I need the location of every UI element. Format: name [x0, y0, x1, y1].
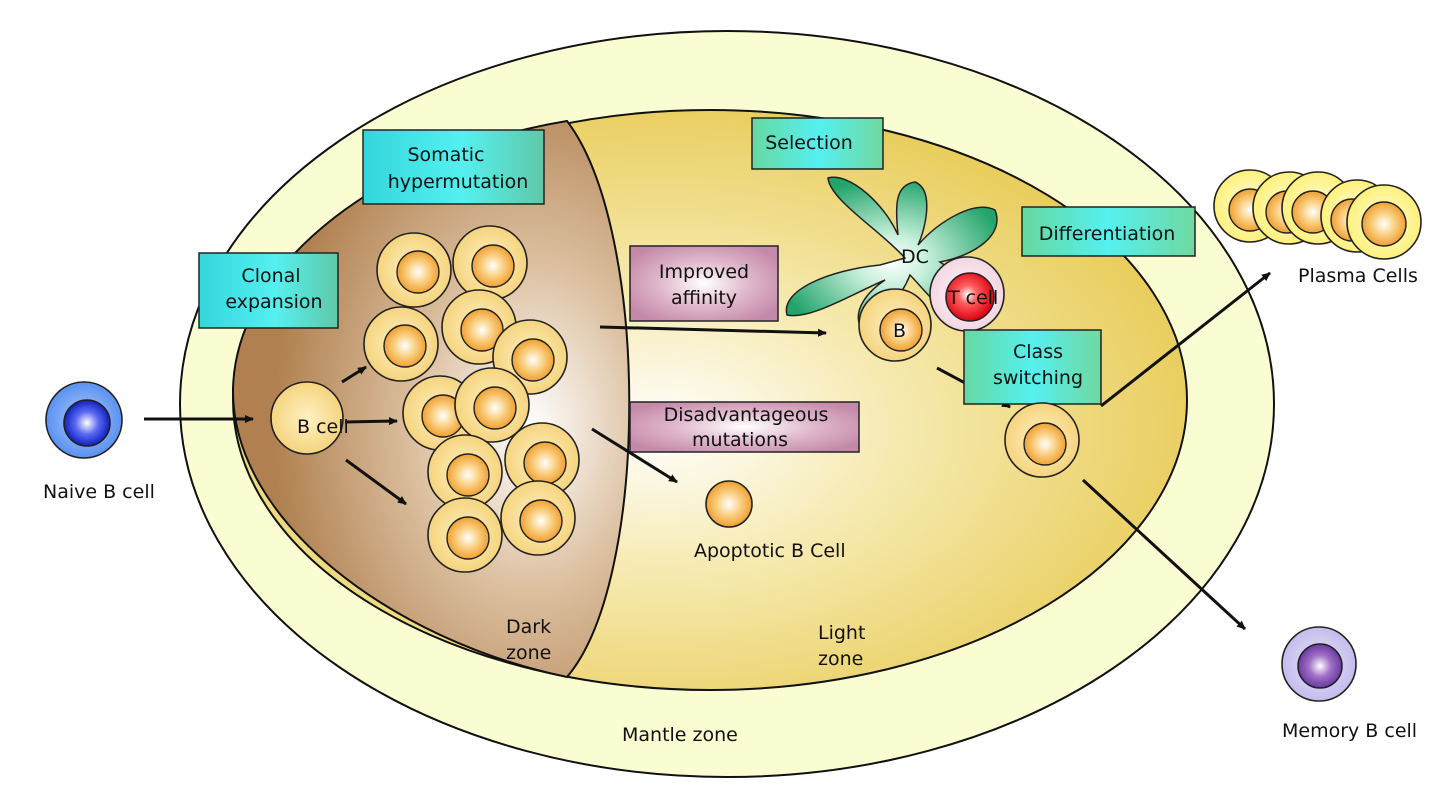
class-switched-b-cell	[1004, 402, 1080, 478]
plasma-cells	[1213, 169, 1422, 260]
naive-b-cell	[45, 381, 123, 459]
expansion-arrow	[341, 365, 367, 384]
improved-affinity-line1: Improved	[659, 261, 749, 283]
disadvantageous-mutations-line1: Disadvantageous	[664, 404, 829, 426]
b-cell	[270, 381, 344, 455]
dark-zone-label-line1: Dark	[506, 616, 551, 638]
centroblast	[427, 497, 503, 573]
dc-label: DC	[901, 246, 929, 268]
plasma-cell	[1346, 184, 1422, 260]
class-switching-line2: switching	[993, 367, 1083, 389]
t-cell	[929, 256, 1005, 332]
memory-arrow	[1081, 478, 1247, 631]
b-cell-label: B cell	[297, 416, 349, 438]
class-switching-box: Class switching	[963, 329, 1102, 405]
improved-affinity-box: Improved affinity	[629, 245, 779, 322]
apoptotic-b-cell-label: Apoptotic B Cell	[694, 540, 846, 562]
plasma-cells-label: Plasma Cells	[1298, 265, 1418, 287]
apoptotic-b-cell	[705, 480, 753, 528]
somatic-hypermutation-line1: Somatic	[407, 144, 484, 166]
light-zone-label-line1: Light	[818, 622, 865, 644]
expansion-arrow	[345, 458, 407, 506]
plasma-arrow	[1100, 271, 1271, 408]
centroblast	[454, 367, 530, 443]
affinity-arrow	[599, 325, 827, 337]
memory-b-cell	[1281, 626, 1357, 702]
differentiation-label: Differentiation	[1039, 223, 1176, 245]
class-switching-line1: Class	[1013, 341, 1063, 363]
disadvantageous-mutations-line2: mutations	[692, 429, 788, 451]
proliferating-cells	[363, 225, 580, 573]
centroblast	[452, 225, 528, 301]
centroblast	[427, 434, 503, 510]
differentiation-box: Differentiation	[1021, 206, 1196, 257]
mantle-zone-label: Mantle zone	[622, 724, 738, 746]
naive-b-cell-label: Naive B cell	[43, 481, 155, 503]
expansion-arrow	[344, 417, 398, 426]
centroblast	[504, 422, 580, 498]
somatic-hypermutation-box: Somatic hypermutation	[362, 129, 545, 205]
dark-zone-label-line2: zone	[506, 642, 551, 664]
clonal-expansion-line2: expansion	[225, 291, 322, 313]
clonal-expansion-box: Clonal expansion	[198, 252, 339, 329]
b-label: B	[893, 320, 906, 342]
light-zone-label-line2: zone	[818, 648, 863, 670]
centroblast	[376, 232, 452, 308]
clonal-expansion-line1: Clonal	[241, 265, 300, 287]
improved-affinity-line2: affinity	[671, 287, 737, 309]
centroblast	[363, 306, 439, 382]
selected-b-cell	[858, 288, 932, 362]
centroblast	[500, 480, 576, 556]
t-cell-label: T cell	[947, 287, 998, 309]
memory-b-cell-label: Memory B cell	[1282, 720, 1417, 742]
selection-label: Selection	[765, 132, 853, 154]
selection-box: Selection	[751, 117, 884, 170]
somatic-hypermutation-line2: hypermutation	[388, 171, 529, 193]
apoptosis-arrow	[591, 427, 678, 484]
disadvantageous-mutations-box: Disadvantageous mutations	[629, 401, 860, 453]
